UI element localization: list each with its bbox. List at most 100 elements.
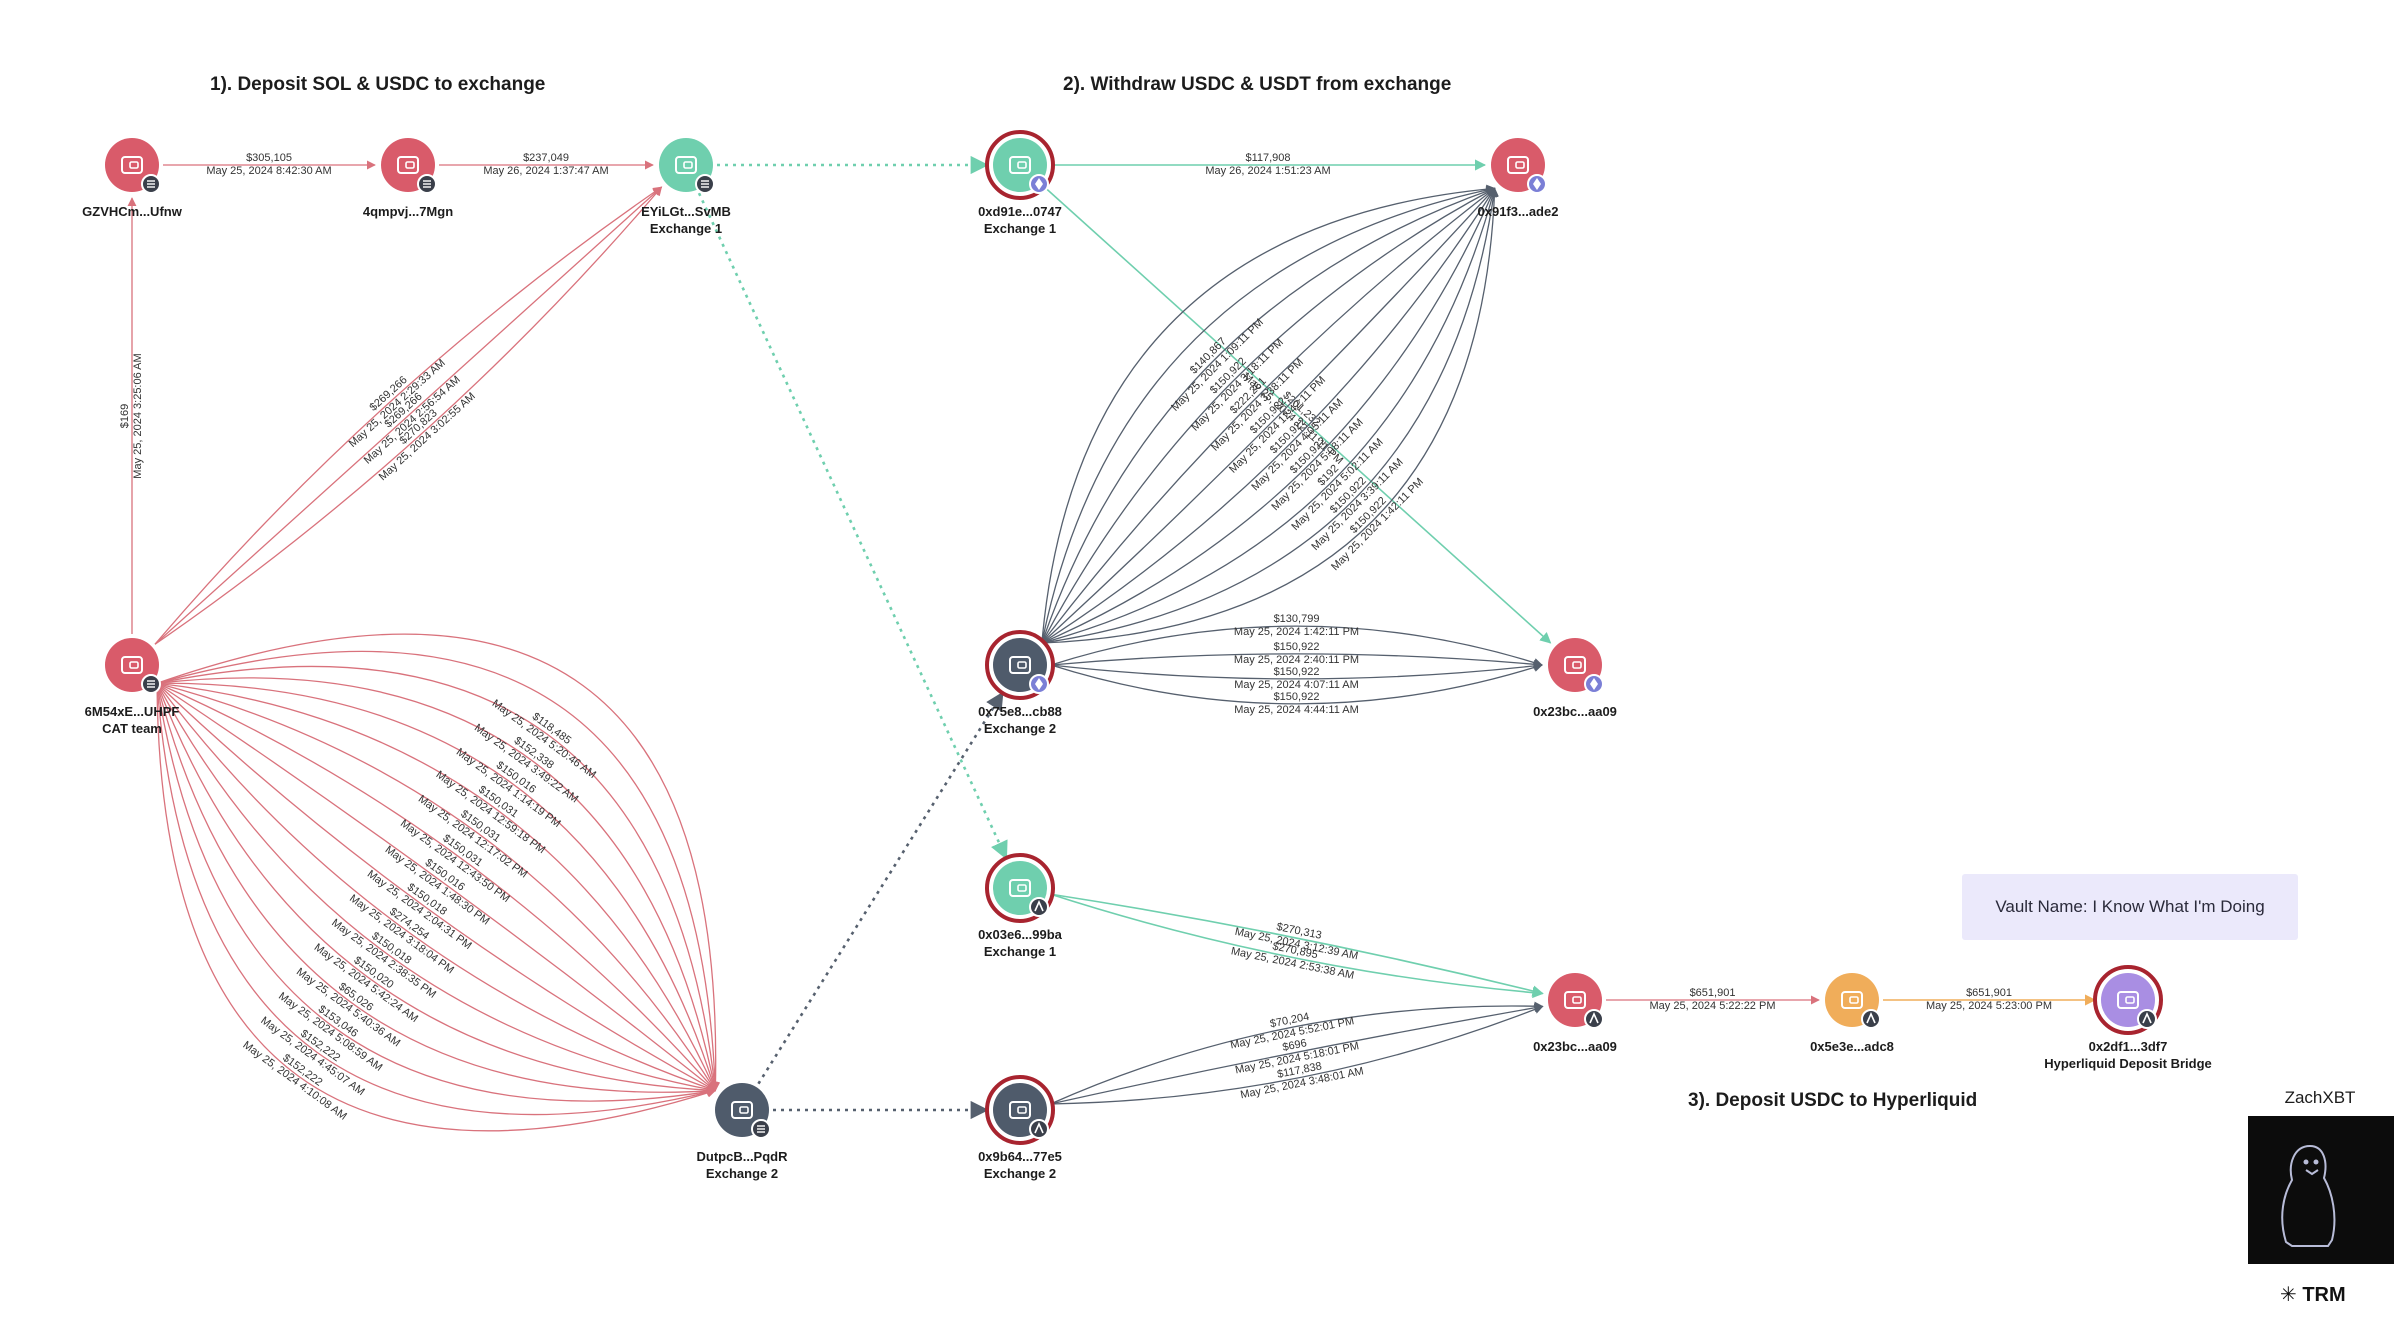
edge-line[interactable] xyxy=(154,186,663,645)
edge-date: May 25, 2024 8:42:30 AM xyxy=(206,165,331,177)
edge-line[interactable] xyxy=(156,650,720,1092)
edge-amount: $305,105 xyxy=(246,152,292,164)
edge-line[interactable] xyxy=(1041,187,1496,644)
node-label: 0x91f3...ade2 xyxy=(1478,204,1559,219)
edge-line[interactable] xyxy=(1050,625,1543,667)
edge-line[interactable] xyxy=(1041,187,1497,644)
edge-line[interactable] xyxy=(154,186,663,645)
edge-line[interactable] xyxy=(156,677,719,1092)
node-label: 0x9b64...77e5 xyxy=(978,1149,1062,1164)
edge-line[interactable] xyxy=(697,192,1008,860)
edge-line[interactable] xyxy=(156,683,717,1096)
node-label: 0x03e6...99ba xyxy=(978,927,1063,942)
wallet-icon xyxy=(1009,656,1031,674)
edge-x3 xyxy=(757,691,1004,1085)
edge-amount: $150,922 xyxy=(1274,666,1320,678)
edge-line[interactable] xyxy=(1041,187,1496,644)
edge-line[interactable] xyxy=(1041,187,1496,644)
edge-date: May 25, 2024 5:22:22 PM xyxy=(1650,1000,1776,1012)
edge-line[interactable] xyxy=(1050,1001,1544,1105)
edge-date: May 25, 2024 5:23:00 PM xyxy=(1926,1000,2052,1012)
edge-line[interactable] xyxy=(154,186,663,645)
edge-line[interactable] xyxy=(1050,661,1543,680)
edge-line[interactable] xyxy=(156,683,717,1095)
edge-line[interactable] xyxy=(156,682,717,1092)
node-23b1[interactable]: 0x23bc...aa09 xyxy=(1533,638,1617,719)
edge-a11 xyxy=(1041,184,1496,644)
node-label: 0x5e3e...adc8 xyxy=(1810,1039,1894,1054)
edge-line[interactable] xyxy=(156,682,717,1092)
node-23b2[interactable]: 0x23bc...aa09 xyxy=(1533,973,1617,1054)
node-91f[interactable]: 0x91f3...ade2 xyxy=(1478,138,1559,219)
node-sublabel: Exchange 1 xyxy=(984,944,1056,959)
edge-line[interactable] xyxy=(156,682,717,1093)
edge-line[interactable] xyxy=(156,683,717,1102)
node-4qm[interactable]: 4qmpvj...7Mgn xyxy=(363,138,453,219)
vault-note: Vault Name: I Know What I'm Doing xyxy=(1962,874,2298,940)
edge-line[interactable] xyxy=(157,682,718,1092)
arb-chain-icon xyxy=(1861,1009,1881,1029)
edge-line[interactable] xyxy=(1050,1005,1544,1105)
edge-line[interactable] xyxy=(1050,1003,1544,1105)
edge-amount: $651,901 xyxy=(1690,987,1736,999)
section-title-3: 3). Deposit USDC to Hyperliquid xyxy=(1688,1090,1977,1111)
eth-chain-icon xyxy=(1527,174,1547,194)
node-gzv[interactable]: GZVHCm...Ufnw xyxy=(82,138,183,219)
edge-line[interactable] xyxy=(1050,893,1544,997)
wallet-icon xyxy=(1009,156,1031,174)
sol-chain-icon xyxy=(417,174,437,194)
trm-logo: ✳ TRM xyxy=(2280,1282,2346,1307)
edge-line[interactable] xyxy=(1041,187,1496,644)
edge-date: May 25, 2024 2:40:11 PM xyxy=(1234,654,1359,666)
edge-line[interactable] xyxy=(156,682,716,1092)
edge-line[interactable] xyxy=(1041,187,1499,644)
wallet-icon xyxy=(731,1101,753,1119)
sol-chain-icon xyxy=(141,674,161,694)
edge-line[interactable] xyxy=(1050,893,1544,999)
edge-line[interactable] xyxy=(1050,663,1543,705)
node-sublabel: Exchange 2 xyxy=(984,721,1056,736)
edge-line[interactable] xyxy=(156,682,717,1094)
edge-line[interactable] xyxy=(1041,187,1496,644)
wallet-icon xyxy=(1564,656,1586,674)
edge-line[interactable] xyxy=(156,683,717,1116)
edge-date: May 26, 2024 1:37:47 AM xyxy=(483,165,608,177)
edge-line[interactable] xyxy=(1041,186,1496,644)
edge-line[interactable] xyxy=(156,683,717,1132)
edge-line[interactable] xyxy=(1041,185,1496,644)
edge-line[interactable] xyxy=(1050,653,1543,669)
edge-line[interactable] xyxy=(156,633,721,1092)
edge-line[interactable] xyxy=(757,691,1004,1085)
edge-x2 xyxy=(697,192,1008,860)
wallet-icon xyxy=(2117,991,2139,1009)
edge-line[interactable] xyxy=(156,682,716,1092)
edge-line[interactable] xyxy=(1042,185,1552,644)
edge-amount: $237,049 xyxy=(523,152,569,164)
edge-line[interactable] xyxy=(156,665,719,1092)
edge-line[interactable] xyxy=(1041,184,1496,644)
arb-chain-icon xyxy=(2137,1009,2157,1029)
edge-date: May 25, 2024 4:07:11 AM xyxy=(1234,679,1359,691)
node-5e3[interactable]: 0x5e3e...adc8 xyxy=(1810,973,1894,1054)
edge-line[interactable] xyxy=(156,682,717,1092)
penguin-icon xyxy=(2281,1144,2336,1247)
edge-line[interactable] xyxy=(1041,187,1499,644)
